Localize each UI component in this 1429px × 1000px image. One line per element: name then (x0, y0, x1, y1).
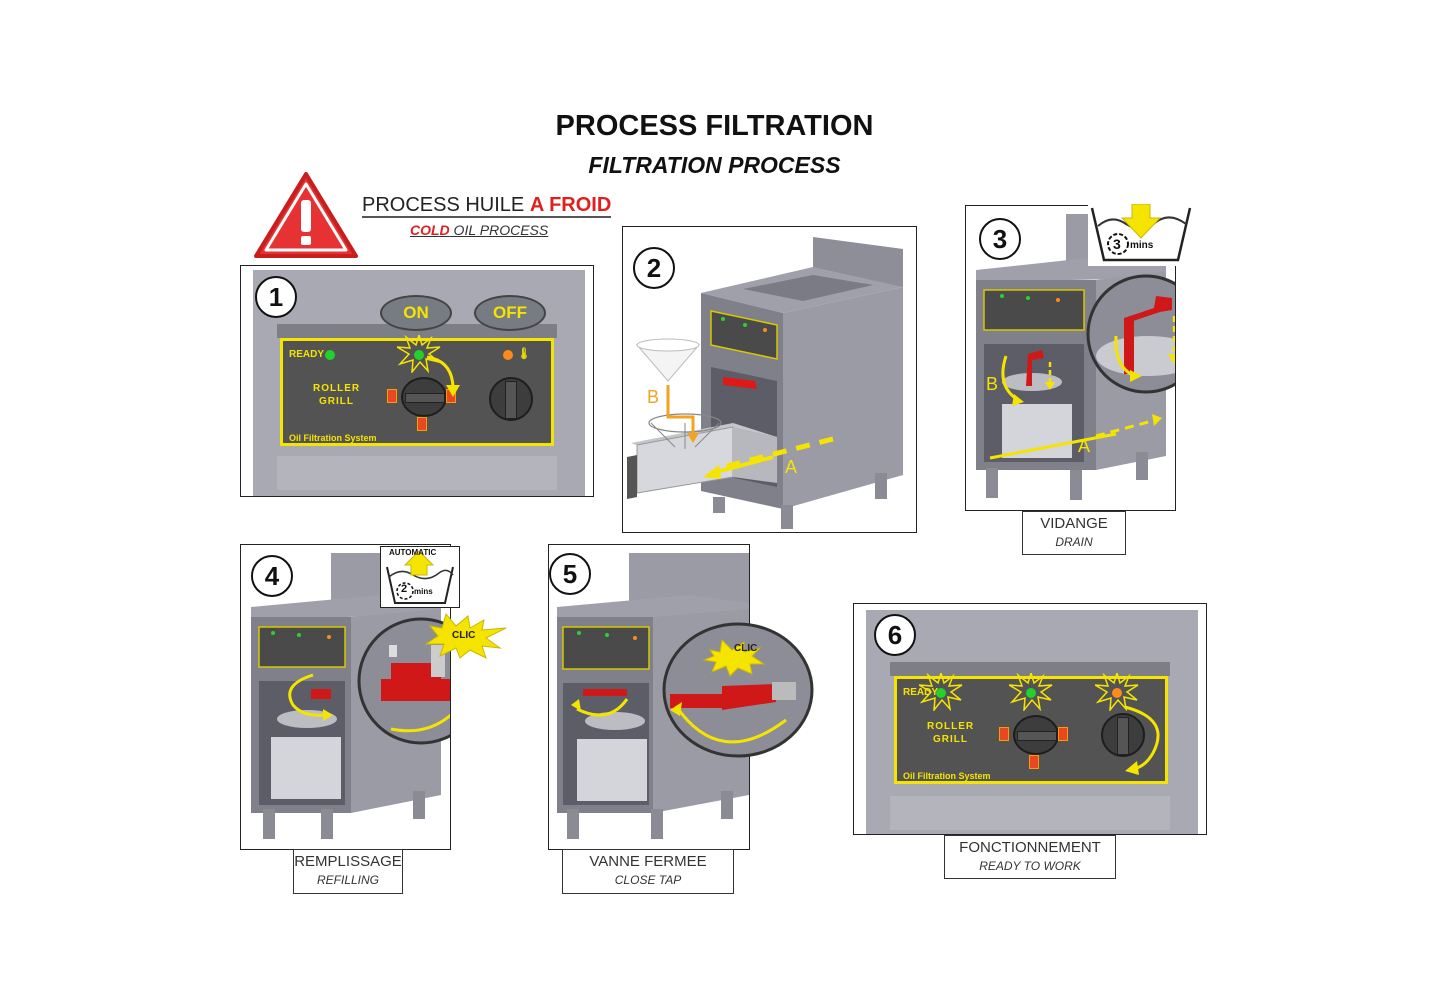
caption-en: CLOSE TAP (614, 873, 682, 887)
warning-subheading-emphasis: COLD (410, 222, 450, 238)
step-6-number: 6 (874, 614, 916, 656)
auto-label: AUTOMATIC (389, 548, 437, 557)
machine-top-band (277, 324, 557, 338)
refill-timer-value: 2 (401, 583, 408, 595)
page-title: PROCESS FILTRATION (555, 110, 874, 142)
path-label-a: A (1078, 436, 1091, 456)
drain-timer-value: 3 (1113, 236, 1121, 252)
step-2-number: 2 (633, 247, 675, 289)
position-tag-bottom (417, 417, 427, 431)
flash-burst-icon (397, 335, 441, 373)
clic-burst-icon (424, 612, 507, 659)
brand-logo-line1: ROLLER (927, 721, 975, 732)
step-1-panel: 1 ON OFF READY ROLLER GRILL 🌡 Oil Filtra… (240, 265, 594, 497)
position-tag-left (387, 389, 397, 403)
caption-fr: REMPLISSAGE (294, 853, 402, 870)
fryer-illustration (557, 553, 749, 839)
ready-led (936, 688, 946, 698)
ready-led (325, 350, 335, 360)
temperature-led (503, 350, 513, 360)
step-5-caption: VANNE FERMEE CLOSE TAP (562, 849, 734, 894)
rotate-arrow-icon (426, 355, 460, 397)
machine-lower-band (277, 456, 557, 490)
path-label-b: B (986, 374, 999, 394)
caption-en: REFILLING (316, 873, 379, 887)
warning-heading-prefix: PROCESS HUILE (362, 194, 530, 216)
flash-burst-icon (1009, 673, 1053, 711)
caption-fr: VIDANGE (1040, 515, 1108, 532)
fryer-illustration (627, 237, 903, 529)
step-4-panel: 4 (240, 544, 451, 850)
warning-triangle-icon (252, 170, 360, 262)
position-tag-right (1058, 727, 1068, 741)
power-led (414, 350, 424, 360)
machine-lower-band (890, 796, 1170, 830)
warning-heading: PROCESS HUILE A FROID (362, 194, 612, 218)
step-4-caption: REMPLISSAGE REFILLING (293, 849, 403, 894)
position-tag-left (999, 727, 1009, 741)
step-3-caption: VIDANGE DRAIN (1022, 511, 1126, 555)
step-6-caption: FONCTIONNEMENT READY TO WORK (944, 835, 1116, 879)
thermometer-icon: 🌡 (517, 348, 531, 360)
warning-subheading-rest: OIL PROCESS (449, 222, 549, 238)
caption-en: DRAIN (1055, 535, 1093, 549)
step-2-panel: 2 (622, 226, 917, 533)
rotate-arrow-icon (1124, 705, 1160, 775)
ready-label: READY (289, 349, 325, 360)
clic-label: CLIC (452, 630, 476, 641)
control-panel: READY ROLLER GRILL 🌡 Oil Filtration Syst… (280, 335, 554, 446)
page-subtitle: FILTRATION PROCESS (588, 152, 841, 178)
power-led (1026, 688, 1036, 698)
filtration-selector-knob[interactable] (1013, 715, 1059, 755)
position-tag-bottom (1029, 755, 1039, 769)
fryer-illustration (976, 214, 1175, 500)
caption-fr: FONCTIONNEMENT (959, 839, 1101, 856)
flash-burst-icon (919, 673, 963, 711)
warning-subheading: COLD OIL PROCESS (410, 222, 548, 238)
refill-timer-icon: AUTOMATIC 2 mins (380, 546, 460, 608)
ready-label: READY (903, 687, 939, 698)
clic-label: CLIC (734, 643, 758, 654)
drain-timer-icon: 3 mins (1088, 203, 1194, 266)
caption-en: READY TO WORK (979, 859, 1081, 873)
system-label: Oil Filtration System (289, 433, 377, 443)
step-3-number: 3 (979, 218, 1021, 260)
thermostat-knob[interactable] (1101, 713, 1145, 757)
caption-fr: VANNE FERMEE (589, 853, 707, 870)
on-button: ON (380, 295, 452, 331)
path-label-b: B (647, 387, 660, 407)
refill-timer-unit: mins (414, 587, 433, 596)
drain-timer-unit: mins (1130, 240, 1154, 251)
temperature-led (1112, 688, 1122, 698)
path-label-a: A (785, 457, 798, 477)
control-panel: READY ROLLER GRILL Oil Filtration System (894, 673, 1168, 784)
machine-top-band (890, 662, 1170, 676)
step-1-number: 1 (255, 276, 297, 318)
system-label: Oil Filtration System (903, 771, 991, 781)
step-4-number: 4 (251, 555, 293, 597)
brand-logo-line2: GRILL (319, 396, 354, 407)
brand-logo-line2: GRILL (933, 734, 968, 745)
filtration-selector-knob[interactable] (401, 377, 447, 417)
step-6-panel: 6 READY ROLLER GRILL Oil Filtration Syst… (853, 603, 1207, 835)
valve-zoom-detail (662, 622, 814, 758)
brand-logo-line1: ROLLER (313, 383, 361, 394)
off-button: OFF (474, 295, 546, 331)
warning-heading-emphasis: A FROID (529, 194, 612, 216)
flash-burst-icon (1095, 673, 1139, 711)
step-5-number: 5 (549, 553, 591, 595)
thermostat-knob[interactable] (489, 377, 533, 421)
